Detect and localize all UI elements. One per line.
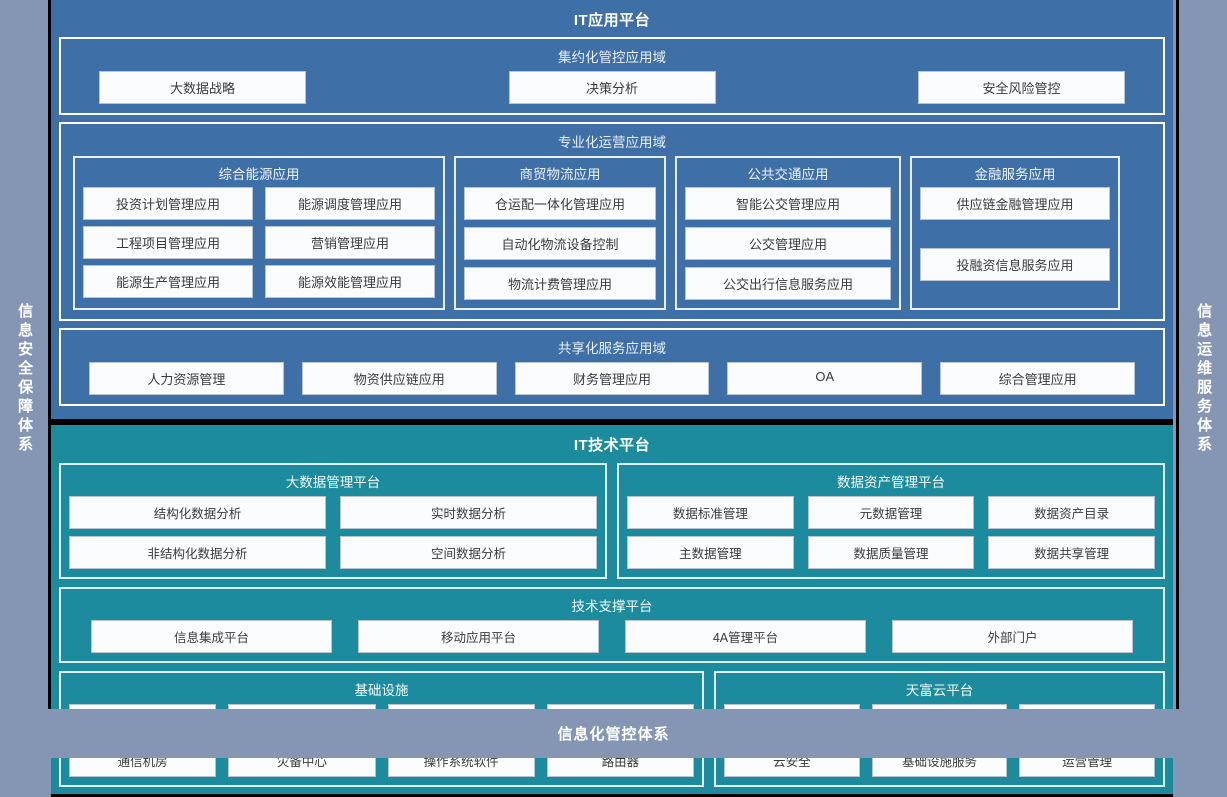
tech-chip-structured-analysis[interactable]: 结构化数据分析 — [69, 496, 326, 529]
app-chip-investment-financing-info[interactable]: 投融资信息服务应用 — [920, 248, 1110, 281]
box-big-data-platform: 大数据管理平台 结构化数据分析 实时数据分析 非结构化数据分析 空间数据分析 — [59, 463, 607, 579]
app-chip-smart-bus[interactable]: 智能公交管理应用 — [685, 187, 891, 220]
app-chip-comprehensive-management[interactable]: 综合管理应用 — [940, 362, 1135, 395]
app-chip-energy-dispatch[interactable]: 能源调度管理应用 — [265, 187, 435, 220]
tech-chip-data-asset-catalog[interactable]: 数据资产目录 — [988, 496, 1155, 529]
bottom-bar-informatization-governance: 信息化管控体系 — [0, 709, 1227, 758]
app-chip-marketing-management[interactable]: 营销管理应用 — [265, 226, 435, 259]
domain-shared-services-items: 人力资源管理 物资供应链应用 财务管理应用 OA 综合管理应用 — [67, 362, 1157, 397]
app-chip-safety-risk-control[interactable]: 安全风险管控 — [918, 71, 1125, 104]
domain-shared-services: 共享化服务应用域 人力资源管理 物资供应链应用 财务管理应用 OA 综合管理应用 — [59, 328, 1165, 406]
tech-platform-title: IT技术平台 — [573, 437, 651, 454]
box-data-asset-platform: 数据资产管理平台 数据标准管理 元数据管理 数据资产目录 主数据管理 数据质量管… — [617, 463, 1165, 579]
app-chip-energy-efficiency[interactable]: 能源效能管理应用 — [265, 265, 435, 298]
tech-chip-data-standard[interactable]: 数据标准管理 — [627, 496, 794, 529]
tech-chip-realtime-analysis[interactable]: 实时数据分析 — [340, 496, 597, 529]
tech-chip-info-integration[interactable]: 信息集成平台 — [91, 620, 332, 653]
domain-professional-operation: 专业化运营应用域 综合能源应用 投资计划管理应用 能源调度管理应用 工程项目管理… — [59, 122, 1165, 321]
app-chip-automated-logistics[interactable]: 自动化物流设备控制 — [464, 227, 656, 260]
tech-chip-data-sharing[interactable]: 数据共享管理 — [988, 536, 1155, 569]
box-infrastructure-title: 基础设施 — [354, 683, 409, 698]
domain-intensive-control-items: 大数据战略 决策分析 安全风险管控 — [67, 71, 1157, 106]
tech-top-row: 大数据管理平台 结构化数据分析 实时数据分析 非结构化数据分析 空间数据分析 数… — [59, 463, 1165, 579]
box-data-asset-platform-title: 数据资产管理平台 — [837, 475, 945, 490]
box-tech-support-platform-title: 技术支撑平台 — [571, 599, 653, 614]
app-chip-oa[interactable]: OA — [727, 362, 923, 395]
tech-chip-data-quality[interactable]: 数据质量管理 — [807, 536, 975, 569]
group-financial-services-title: 金融服务应用 — [974, 167, 1056, 182]
app-chip-big-data-strategy[interactable]: 大数据战略 — [99, 71, 306, 104]
group-trade-logistics: 商贸物流应用 仓运配一体化管理应用 自动化物流设备控制 物流计费管理应用 — [454, 156, 666, 310]
tech-chip-mobile-app-platform[interactable]: 移动应用平台 — [358, 620, 599, 653]
box-tech-support-platform: 技术支撑平台 信息集成平台 移动应用平台 4A管理平台 外部门户 — [59, 587, 1165, 663]
tech-chip-master-data[interactable]: 主数据管理 — [627, 536, 794, 569]
domain-professional-operation-title: 专业化运营应用域 — [558, 135, 666, 150]
group-public-transport-title: 公共交通应用 — [747, 167, 829, 182]
side-bar-left-label: 信息安全保障体系 — [16, 303, 34, 455]
app-chip-bus-travel-info[interactable]: 公交出行信息服务应用 — [685, 267, 891, 300]
tech-chip-metadata[interactable]: 元数据管理 — [807, 496, 975, 529]
app-chip-engineering-project[interactable]: 工程项目管理应用 — [83, 226, 253, 259]
side-bar-it-operations: 信息运维服务体系 — [1176, 0, 1227, 758]
it-application-platform: IT应用平台 集约化管控应用域 大数据战略 决策分析 安全风险管控 专业化运营应… — [51, 0, 1173, 422]
app-chip-finance-management[interactable]: 财务管理应用 — [514, 362, 710, 395]
box-tianfu-cloud-platform-title: 天富云平台 — [905, 683, 974, 698]
bottom-bar-label: 信息化管控体系 — [557, 726, 670, 743]
domain-professional-operation-groups: 综合能源应用 投资计划管理应用 能源调度管理应用 工程项目管理应用 营销管理应用… — [67, 156, 1157, 312]
app-chip-warehouse-integrated[interactable]: 仓运配一体化管理应用 — [464, 187, 656, 220]
group-integrated-energy-title: 综合能源应用 — [218, 167, 300, 182]
group-public-transport: 公共交通应用 智能公交管理应用 公交管理应用 公交出行信息服务应用 — [675, 156, 901, 310]
side-bar-information-security: 信息安全保障体系 — [0, 0, 51, 758]
group-integrated-energy: 综合能源应用 投资计划管理应用 能源调度管理应用 工程项目管理应用 营销管理应用… — [73, 156, 445, 310]
app-chip-supply-chain-finance[interactable]: 供应链金融管理应用 — [920, 187, 1110, 220]
app-chip-hr-management[interactable]: 人力资源管理 — [89, 362, 284, 395]
group-financial-services: 金融服务应用 供应链金融管理应用 投融资信息服务应用 — [910, 156, 1120, 310]
app-platform-title: IT应用平台 — [573, 12, 651, 29]
app-chip-logistics-billing[interactable]: 物流计费管理应用 — [464, 267, 656, 300]
app-chip-investment-plan[interactable]: 投资计划管理应用 — [83, 187, 253, 220]
tech-chip-external-portal[interactable]: 外部门户 — [892, 620, 1133, 653]
app-chip-energy-production[interactable]: 能源生产管理应用 — [83, 265, 253, 298]
group-trade-logistics-title: 商贸物流应用 — [519, 167, 601, 182]
tech-chip-spatial-analysis[interactable]: 空间数据分析 — [340, 536, 597, 569]
app-chip-bus-management[interactable]: 公交管理应用 — [685, 227, 891, 260]
box-big-data-platform-title: 大数据管理平台 — [285, 475, 381, 490]
center-column: IT应用平台 集约化管控应用域 大数据战略 决策分析 安全风险管控 专业化运营应… — [51, 0, 1173, 797]
app-chip-decision-analysis[interactable]: 决策分析 — [508, 71, 716, 104]
domain-intensive-control-title: 集约化管控应用域 — [558, 50, 666, 65]
tech-chip-unstructured-analysis[interactable]: 非结构化数据分析 — [69, 536, 326, 569]
tech-chip-4a-management[interactable]: 4A管理平台 — [625, 620, 866, 653]
domain-intensive-control: 集约化管控应用域 大数据战略 决策分析 安全风险管控 — [59, 37, 1165, 115]
domain-shared-services-title: 共享化服务应用域 — [558, 341, 666, 356]
side-bar-right-label: 信息运维服务体系 — [1195, 303, 1213, 455]
app-chip-material-supply-chain[interactable]: 物资供应链应用 — [301, 362, 497, 395]
